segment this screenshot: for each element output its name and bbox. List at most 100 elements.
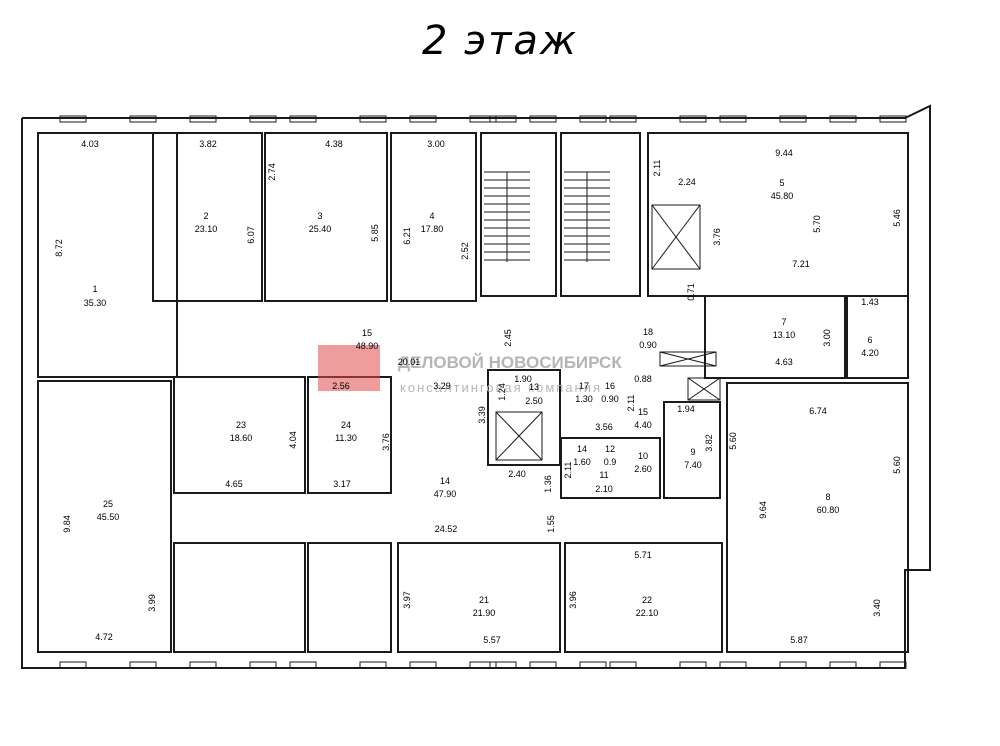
room-14-dim-b: 3.39	[477, 406, 487, 424]
room-24-dim-side: 3.76	[381, 433, 391, 451]
room-4-area: 17.80	[421, 224, 444, 234]
window-icon	[489, 661, 517, 669]
room-23-area: 18.60	[230, 433, 253, 443]
room-15-dim-c: 2.56	[332, 381, 350, 391]
room-22-dim-bottom: 5.87	[790, 635, 808, 645]
room-21b-outline	[173, 542, 306, 653]
window-icon	[189, 115, 217, 123]
core-outline	[487, 369, 561, 466]
room-10-area: 2.60	[634, 464, 652, 474]
elevator-icon	[651, 204, 701, 270]
room-25-dim-b: 3.99	[147, 594, 157, 612]
fixtures	[59, 115, 907, 669]
room-22-number: 22	[642, 595, 652, 605]
room-25-dim-bottom: 4.72	[95, 632, 113, 642]
room-15-area: 48.90	[356, 341, 379, 351]
room-16-number: 16	[605, 381, 615, 391]
window-icon	[719, 661, 747, 669]
room-6-dim-top: 1.43	[861, 297, 879, 307]
room-5-dim-f: 7.21	[792, 259, 810, 269]
window-icon	[189, 661, 217, 669]
window-icon	[679, 115, 707, 123]
room-14-dim-f: 1.55	[546, 515, 556, 533]
watermark-name: ДЕЛОВОЙ НОВОСИБИРСК	[398, 353, 622, 372]
room-5-number: 5	[779, 178, 784, 188]
window-icon	[129, 115, 157, 123]
room-25-dim-side: 9.84	[62, 515, 72, 533]
room-7-outline	[704, 295, 846, 379]
window-icon	[359, 661, 387, 669]
room-7-number: 7	[781, 317, 786, 327]
room-24-number: 24	[341, 420, 351, 430]
room-8-area: 60.80	[817, 505, 840, 515]
room-8-dim-d: 3.82	[704, 434, 714, 452]
window-icon	[609, 115, 637, 123]
room-10-number: 10	[638, 451, 648, 461]
room-21-outline	[397, 542, 561, 653]
room-21-dim-side: 3.97	[402, 591, 412, 609]
room-23-number: 23	[236, 420, 246, 430]
room-21-dim-bottom: 5.57	[483, 635, 501, 645]
outer-wall	[21, 104, 931, 669]
room-5-dim-e: 5.46	[892, 209, 902, 227]
room-2-dim-side: 6.07	[246, 226, 256, 244]
window-icon	[249, 661, 277, 669]
window-icon	[779, 661, 807, 669]
window-icon	[409, 115, 437, 123]
room-3-number: 3	[317, 211, 322, 221]
room-15s-number: 15	[638, 407, 648, 417]
room-12-number: 12	[605, 444, 615, 454]
room-9-outline	[663, 401, 721, 499]
room-18-dim: 0.88	[634, 374, 652, 384]
room-9-area: 7.40	[684, 460, 702, 470]
room-23-dim-bottom: 4.65	[225, 479, 243, 489]
room-8-number: 8	[825, 492, 830, 502]
room-8-dim-b: 5.60	[892, 456, 902, 474]
room-2-area: 23.10	[195, 224, 218, 234]
room-25-outline	[37, 380, 172, 653]
room-25-number: 25	[103, 499, 113, 509]
room-14-dim-a: 3.29	[433, 381, 451, 391]
room-4-dim-right: 2.52	[460, 242, 470, 260]
room-4-outline	[390, 132, 477, 302]
room-2-dim-top: 3.82	[199, 139, 217, 149]
room-11-area: 2.10	[595, 484, 613, 494]
room-13-dim: 1.90	[514, 374, 532, 384]
stair-b-outline	[560, 132, 641, 297]
room-22-dim-right: 3.40	[872, 599, 882, 617]
window-icon	[529, 115, 557, 123]
window-icon	[249, 115, 277, 123]
room-2-number: 2	[203, 211, 208, 221]
room-labels: 135.304.038.72223.103.826.07325.404.382.…	[54, 139, 902, 645]
room-24-area: 11.30	[335, 433, 357, 443]
room-3-outline	[264, 132, 388, 302]
room-24-dim-bottom: 3.17	[333, 479, 351, 489]
room-5-area: 45.80	[771, 191, 794, 201]
room-5-dim-d: 5.70	[812, 215, 822, 233]
window-icon	[609, 661, 637, 669]
room-15s-dim: 3.56	[595, 422, 613, 432]
room-21-number: 21	[479, 595, 489, 605]
room-7-dim-side: 3.00	[822, 329, 832, 347]
window-icon	[469, 115, 497, 123]
room-11-number: 11	[599, 470, 608, 480]
room-22-dim-top: 5.71	[634, 550, 652, 560]
room-15s-dim-b: 2.11	[626, 395, 636, 412]
window-icon	[529, 661, 557, 669]
room-7-dim-bottom: 4.63	[775, 357, 793, 367]
room-14-dim-d: 1.36	[543, 475, 553, 493]
page-title: 2 этаж	[422, 18, 578, 64]
room-15-dim-a: 20.01	[398, 357, 421, 367]
room-4-dim-top: 3.00	[427, 139, 445, 149]
room-5-dim-a: 2.11	[652, 160, 662, 177]
staircase-icon	[484, 171, 530, 262]
room-8-dim-c: 9.64	[758, 501, 768, 519]
room-14s-area: 1.60	[573, 457, 591, 467]
room-14-dim-e: 24.52	[435, 524, 458, 534]
room-17-area: 1.30	[575, 394, 593, 404]
room-16-area: 0.90	[601, 394, 619, 404]
room-6-outline	[846, 295, 909, 379]
room-21-area: 21.90	[473, 608, 496, 618]
room-14-number: 14	[440, 476, 450, 486]
